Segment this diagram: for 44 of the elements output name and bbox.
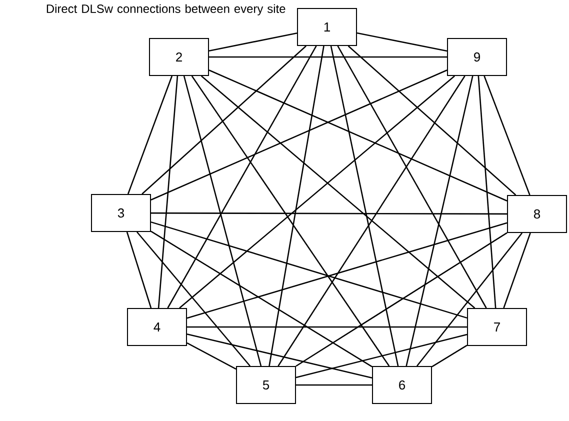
site-box: 5 [236,366,296,404]
connection-line [296,334,468,378]
site-box: 8 [507,195,568,233]
connection-line [150,230,372,368]
connection-line [503,232,531,308]
connection-line [126,232,152,308]
connection-line [208,32,298,52]
connection-line [356,32,448,52]
connection-line [209,56,448,58]
connection-line [191,76,390,366]
connection-line [183,76,262,366]
connection-line [151,212,508,215]
connection-line [296,384,372,386]
connection-line [337,46,487,308]
connection-line [187,326,468,328]
site-box: 4 [127,308,187,346]
connection-line [208,70,508,202]
connection-line [278,76,466,366]
connection-line [416,232,523,366]
connection-line [150,70,448,200]
connection-line [150,221,468,319]
connection-line [268,46,324,366]
connection-line [186,342,236,370]
connection-line [330,46,399,366]
connection-line [186,222,508,319]
annotation-text: Direct DLSw connections between every site [46,4,286,16]
site-box: 7 [467,308,528,346]
connection-line [127,76,173,194]
connection-line [136,232,250,366]
connection-line [158,76,178,308]
connection-line [432,344,468,368]
connection-line [167,46,317,308]
connection-line [142,46,306,194]
connection-line [478,76,496,308]
connection-line [348,46,516,196]
site-box: 1 [297,8,357,46]
connection-line [186,333,372,379]
connection-line [484,76,530,196]
connection-line [296,232,508,367]
site-box: 3 [91,194,151,232]
site-box: 2 [149,38,209,76]
site-box: 9 [447,38,508,76]
connection-line [406,76,474,366]
site-box: 6 [372,366,432,404]
